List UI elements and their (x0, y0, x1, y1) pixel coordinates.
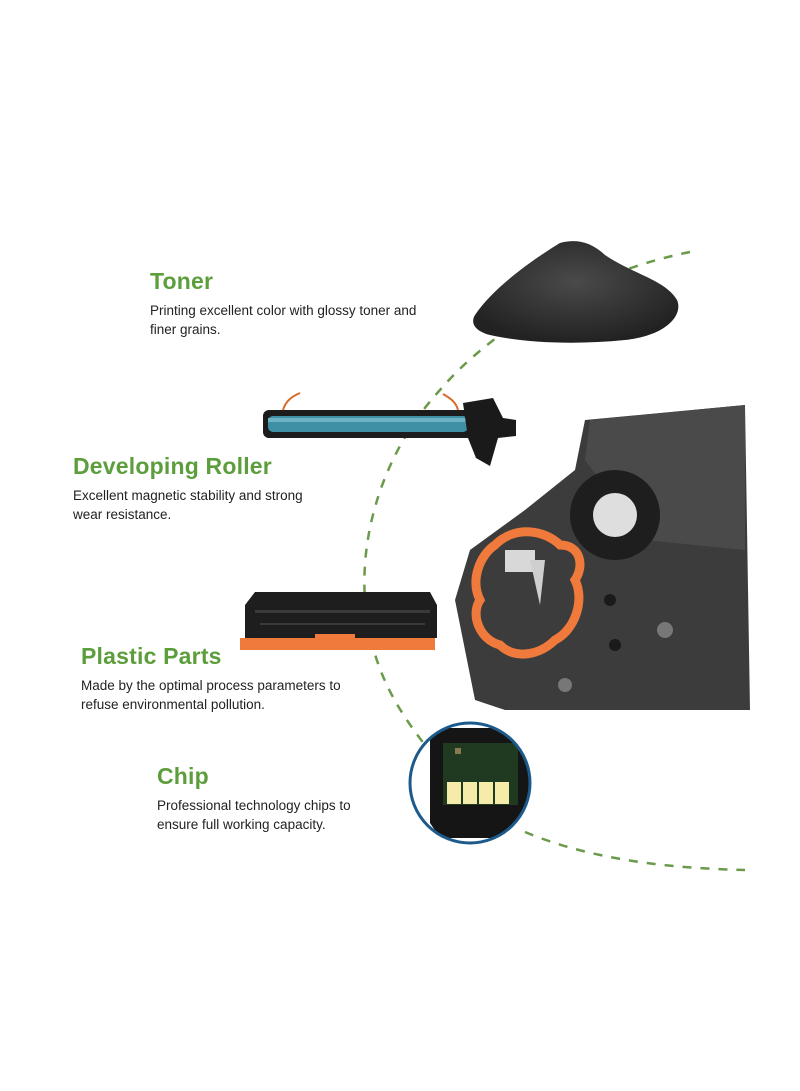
feature-chip: Chip Professional technology chips to en… (157, 763, 407, 834)
toner-powder-image (473, 241, 679, 343)
chip-closeup-image (408, 721, 532, 845)
plastic-cartridge-image (240, 592, 437, 650)
feature-toner: Toner Printing excellent color with glos… (150, 268, 460, 339)
feature-description: Printing excellent color with glossy ton… (150, 303, 417, 337)
feature-description: Excellent magnetic stability and strong … (73, 488, 303, 522)
feature-title: Plastic Parts (81, 643, 222, 669)
developing-roller-image (263, 392, 516, 466)
cartridge-closeup-image (455, 405, 750, 710)
feature-title: Toner (150, 268, 214, 294)
feature-title: Chip (157, 763, 209, 789)
feature-plastic-parts: Plastic Parts Made by the optimal proces… (81, 643, 381, 714)
feature-developing-roller: Developing Roller Excellent magnetic sta… (73, 453, 353, 524)
feature-description: Made by the optimal process parameters t… (81, 678, 341, 712)
feature-description: Professional technology chips to ensure … (157, 798, 351, 832)
feature-title: Developing Roller (73, 453, 272, 479)
